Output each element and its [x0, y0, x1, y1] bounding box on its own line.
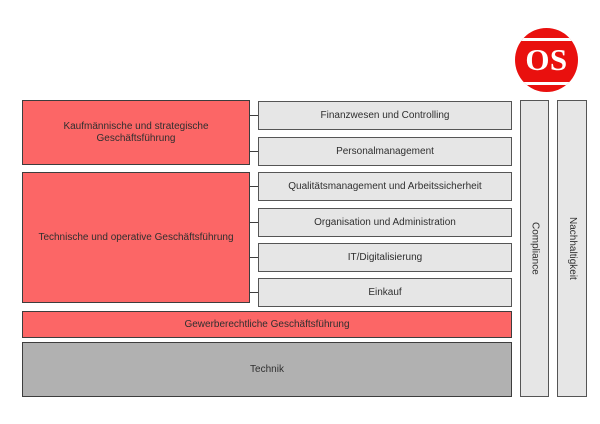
connector-line — [249, 185, 259, 187]
company-logo-os-icon: OS — [515, 28, 578, 92]
department-box-organisation: Organisation und Administration — [258, 208, 512, 237]
logo-text: OS — [525, 41, 568, 77]
leadership-box-technisch: Technische und operative Geschäftsführun… — [22, 172, 250, 303]
connector-line — [249, 114, 259, 116]
connector-line — [249, 256, 259, 258]
department-box-it-digitalisierung: IT/Digitalisierung — [258, 243, 512, 272]
bar-technik: Technik — [22, 342, 512, 397]
logo-stripe-top — [515, 38, 578, 41]
connector-line — [249, 150, 259, 152]
bar-gewerberechtliche-geschaeftsfuehrung: Gewerberechtliche Geschäftsführung — [22, 311, 512, 338]
department-box-qualitaetsmanagement: Qualitätsmanagement und Arbeitssicherhei… — [258, 172, 512, 201]
department-box-einkauf: Einkauf — [258, 278, 512, 307]
connector-line — [249, 291, 259, 293]
department-box-finanzwesen: Finanzwesen und Controlling — [258, 101, 512, 130]
vertical-bar-compliance: Compliance — [520, 100, 549, 397]
logo-stripe-bottom — [515, 82, 578, 85]
connector-line — [249, 221, 259, 223]
leadership-box-kaufmaennisch: Kaufmännische und strategische Geschäfts… — [22, 100, 250, 165]
department-box-personalmanagement: Personalmanagement — [258, 137, 512, 166]
vertical-bar-nachhaltigkeit: Nachhaltigkeit — [557, 100, 587, 397]
